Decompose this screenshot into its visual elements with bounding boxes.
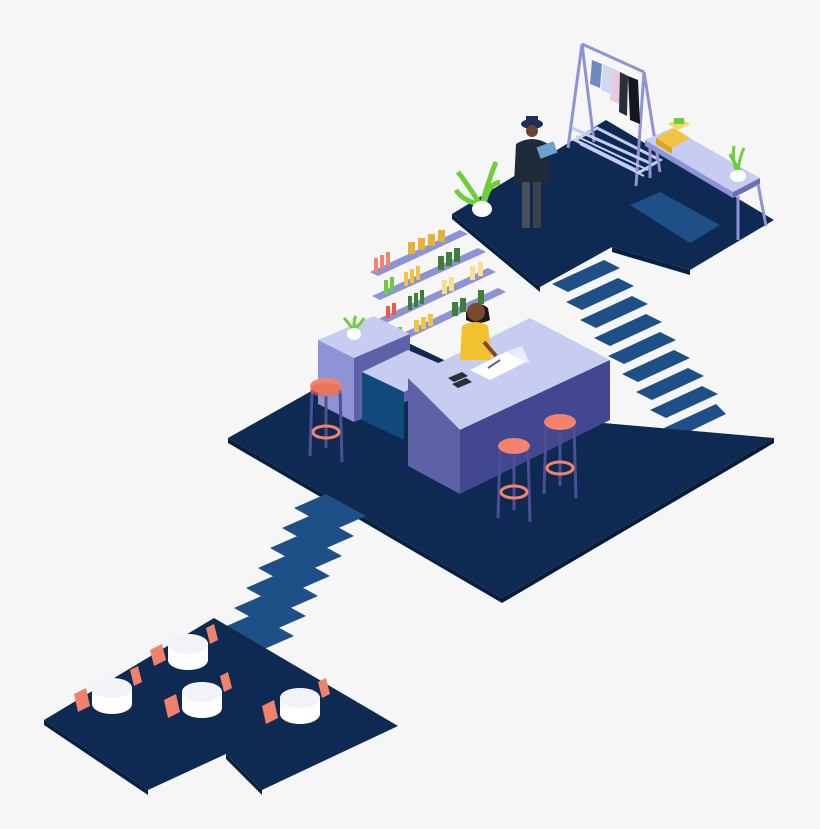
lower-floor-edge-2 (226, 754, 262, 795)
floor-mat (630, 192, 720, 243)
potted-plant-icon (728, 145, 746, 182)
table-icon (168, 634, 208, 670)
upper-stairs (552, 260, 726, 438)
potted-plant-icon (453, 161, 501, 217)
stool-icon (542, 414, 578, 499)
upper-floor-edge (452, 214, 540, 292)
lower-floor-edge (44, 720, 148, 795)
person-icon (460, 303, 498, 360)
table-icon (182, 682, 222, 718)
upper-floor (452, 120, 774, 287)
chair-icon (164, 672, 232, 718)
chair-icon (262, 678, 330, 724)
phone-icon (448, 372, 472, 388)
table-icon (280, 688, 320, 724)
upper-platform (452, 120, 774, 292)
middle-floor-edge (228, 438, 502, 603)
upper-floor-edge-2 (612, 247, 690, 275)
middle-floor-edge-2 (502, 438, 774, 603)
chair-icon (150, 624, 218, 666)
chair-icon (74, 666, 142, 712)
clothing-rack-icon (566, 42, 664, 187)
bottle-shelf-icon (370, 230, 506, 348)
table-icon (92, 678, 132, 714)
laptop-icon (470, 346, 530, 380)
stool-icon (496, 438, 532, 523)
lower-stairs (222, 494, 366, 650)
stool-icon (308, 378, 344, 463)
person-icon (514, 116, 558, 228)
potted-plant-icon (342, 314, 366, 340)
cash-register-icon (656, 118, 690, 154)
